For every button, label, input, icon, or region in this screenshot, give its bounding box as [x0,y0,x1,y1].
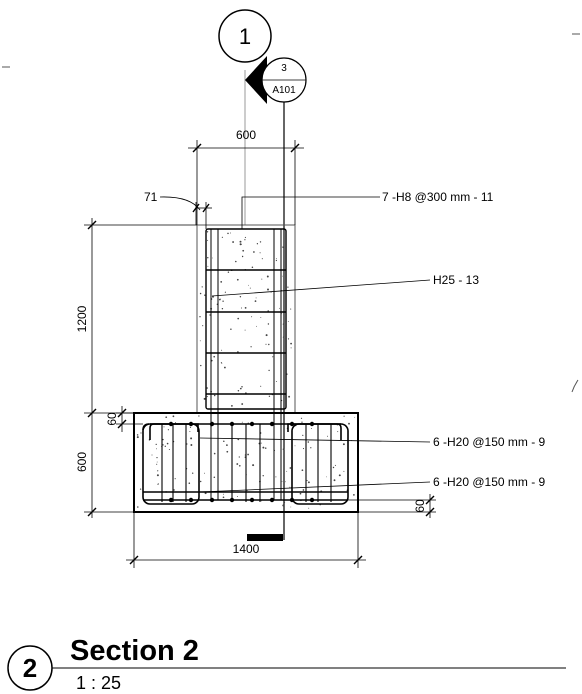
dim-footing-width-text: 1400 [233,542,260,556]
view-title-scale: 1 : 25 [76,673,121,693]
dim-cover [159,196,212,229]
column-ties [205,228,287,410]
dim-bottom-cover [348,494,436,518]
column-vertical-bars [210,229,282,500]
dim-bottom-cover-text: 60 [413,499,427,513]
footing-outline [133,412,359,513]
view-title-name: Section 2 [70,635,199,667]
view-edge-mark [571,379,579,393]
dim-top-cover [116,406,143,432]
dim-cover-text: 71 [144,190,158,204]
dim-footing-width [126,512,366,568]
section-cut-end [247,534,283,541]
tag-ties: 7 -H8 @300 mm - 11 [382,190,494,204]
tag-vertical-bars: H25 - 13 [433,273,479,287]
tag-top-mesh: 6 -H20 @150 mm - 9 [433,435,546,449]
dim-column-width [188,140,304,225]
dim-top-cover-text: 60 [105,412,119,426]
dim-footing-height-text: 600 [75,452,89,472]
grid-bubble-label: 1 [239,24,251,49]
view-title[interactable]: 2 Section 2 1 : 25 [7,635,566,693]
section-marker[interactable]: 3 A101 [245,56,307,104]
column-outline [196,224,296,414]
tag-bottom-mesh: 6 -H20 @150 mm - 9 [433,475,546,489]
dim-column-height-text: 1200 [75,305,89,332]
dim-vertical-left [84,218,197,518]
rebar-tag-leaders [199,196,431,493]
section-marker-number: 3 [281,63,287,74]
grid-bubble[interactable]: 1 [218,9,272,63]
view-title-number: 2 [23,653,37,683]
section-marker-sheet: A101 [272,85,296,96]
dim-column-width-text: 600 [236,128,256,142]
footing-rebar-dots [168,421,315,503]
